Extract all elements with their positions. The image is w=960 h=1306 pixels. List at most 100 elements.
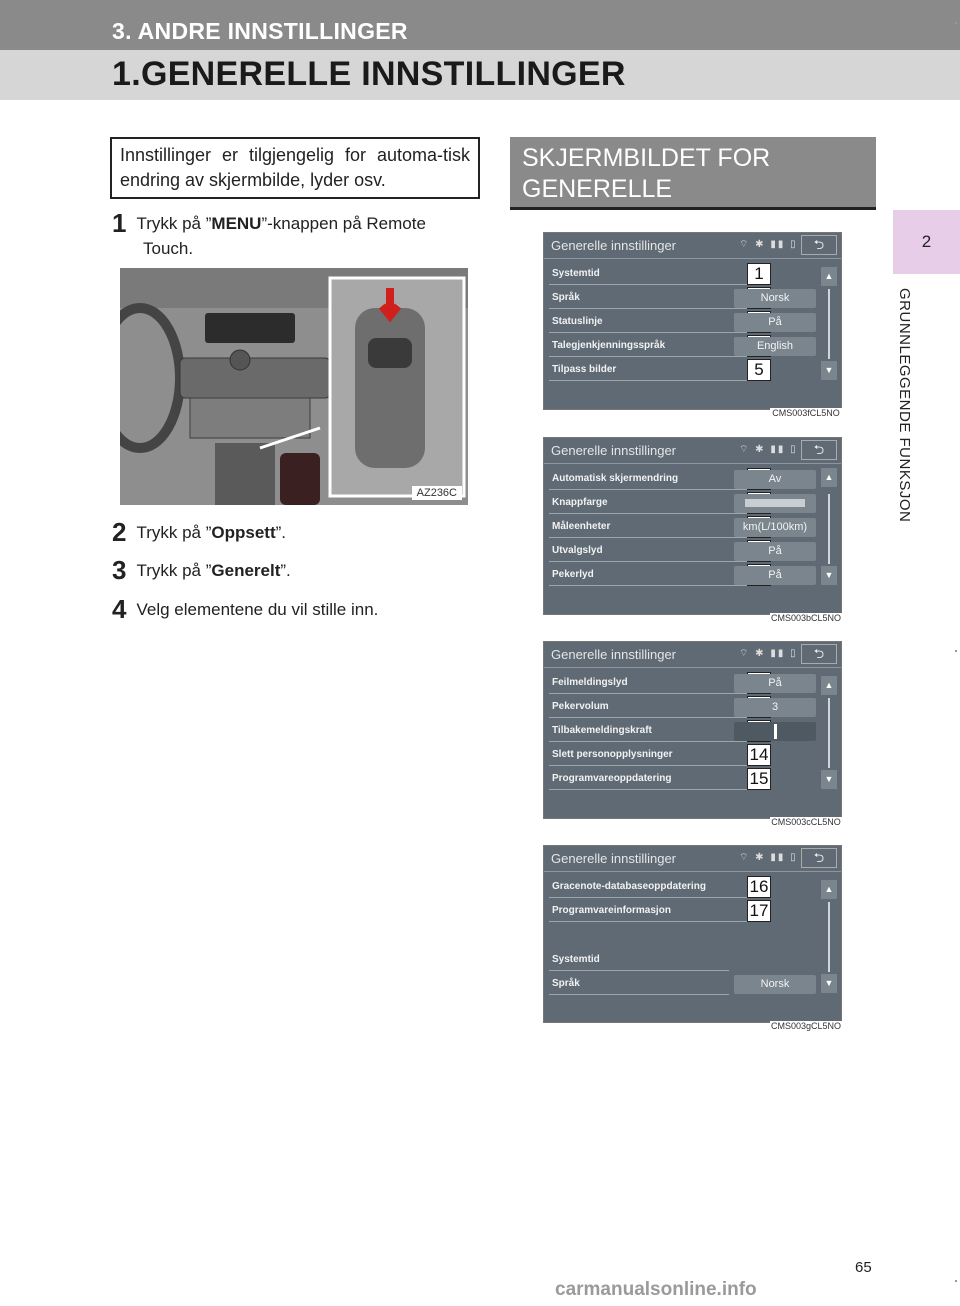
page-number: 65 bbox=[855, 1259, 872, 1276]
divider bbox=[544, 871, 841, 872]
step-2: 2 Trykk på ”Oppsett”. bbox=[112, 517, 286, 548]
setting-label: Tilbakemeldingskraft bbox=[552, 725, 652, 736]
screen-code: CMS003bCL5NO bbox=[770, 613, 842, 624]
scroll-down-icon[interactable]: ▼ bbox=[821, 566, 837, 585]
scroll-track[interactable] bbox=[828, 698, 830, 768]
settings-screen-4: Generelle innstillinger ⌔ ✱ ▮▮ ▯ ⮌ Grace… bbox=[543, 845, 842, 1023]
back-button[interactable]: ⮌ bbox=[801, 644, 837, 664]
screen-title: Generelle innstillinger bbox=[551, 443, 677, 458]
back-button[interactable]: ⮌ bbox=[801, 848, 837, 868]
status-icons: ⌔ ✱ ▮▮ ▯ bbox=[739, 444, 798, 455]
status-icons: ⌔ ✱ ▮▮ ▯ bbox=[739, 852, 798, 863]
color-bar bbox=[745, 499, 805, 508]
edge-mark bbox=[955, 22, 957, 24]
scroll-track[interactable] bbox=[828, 494, 830, 564]
setting-label: Pekervolum bbox=[552, 701, 609, 712]
settings-screen-3: Generelle innstillinger ⌔ ✱ ▮▮ ▯ ⮌ Feilm… bbox=[543, 641, 842, 819]
setting-value[interactable]: På bbox=[734, 313, 816, 332]
screen-title: Generelle innstillinger bbox=[551, 238, 677, 253]
step-text: ”. bbox=[275, 523, 287, 542]
step-text: Trykk på ” bbox=[136, 523, 212, 542]
feedback-force-slider[interactable] bbox=[734, 722, 816, 741]
header-band: 3. ANDRE INNSTILLINGER bbox=[0, 0, 960, 50]
chapter-label: GRUNNLEGGENDE FUNKSJON bbox=[896, 288, 913, 523]
callout-number: 16 bbox=[747, 876, 771, 898]
scroll-down-icon[interactable]: ▼ bbox=[821, 974, 837, 993]
step-number: 3 bbox=[112, 555, 127, 585]
divider bbox=[544, 258, 841, 259]
step-number: 1 bbox=[112, 208, 127, 238]
setting-row[interactable]: Språk bbox=[549, 973, 729, 995]
setting-value[interactable]: Norsk bbox=[734, 289, 816, 308]
screen-code: CMS003fCL5NO bbox=[770, 408, 842, 419]
title-band: 1.GENERELLE INNSTILLINGER bbox=[0, 50, 960, 100]
step-key: Oppsett bbox=[211, 523, 276, 542]
setting-value[interactable]: km(L/100km) bbox=[734, 518, 816, 537]
step-text-cont: Touch. bbox=[143, 239, 194, 258]
step-text: Velg elementene du vil stille inn. bbox=[136, 600, 379, 619]
setting-value[interactable]: English bbox=[734, 337, 816, 356]
scroll-up-icon[interactable]: ▲ bbox=[821, 267, 837, 286]
callout-number: 17 bbox=[747, 900, 771, 922]
setting-label: Måleenheter bbox=[552, 521, 611, 532]
edge-mark bbox=[955, 1280, 957, 1282]
scroll-down-icon[interactable]: ▼ bbox=[821, 770, 837, 789]
edge-mark bbox=[955, 650, 957, 652]
page-title: 1.GENERELLE INNSTILLINGER bbox=[112, 55, 626, 93]
setting-value[interactable]: På bbox=[734, 542, 816, 561]
car-interior-illustration bbox=[120, 268, 468, 505]
section-heading: SKJERMBILDET FOR GENERELLE INNSTILLINGER bbox=[510, 137, 876, 234]
scroll-up-icon[interactable]: ▲ bbox=[821, 468, 837, 487]
setting-label: Utvalgslyd bbox=[552, 545, 603, 556]
step-text: ”-knappen på Remote bbox=[261, 214, 426, 233]
setting-row[interactable]: Systemtid bbox=[549, 949, 729, 971]
scroll-track[interactable] bbox=[828, 902, 830, 972]
setting-value[interactable]: Av bbox=[734, 470, 816, 489]
step-number: 2 bbox=[112, 517, 127, 547]
callout-number: 14 bbox=[747, 744, 771, 766]
section-heading-line: SKJERMBILDET FOR bbox=[522, 144, 771, 172]
setting-label: Programvareinformasjon bbox=[552, 905, 671, 916]
screen-title: Generelle innstillinger bbox=[551, 851, 677, 866]
step-text: ”. bbox=[280, 561, 291, 580]
screen-code: CMS003gCL5NO bbox=[770, 1021, 842, 1032]
slider-knob[interactable] bbox=[773, 723, 777, 739]
setting-label: Programvareoppdatering bbox=[552, 773, 672, 784]
setting-label: Tilpass bilder bbox=[552, 364, 617, 375]
back-button[interactable]: ⮌ bbox=[801, 235, 837, 255]
car-interior-image: AZ236C bbox=[120, 268, 468, 505]
scroll-up-icon[interactable]: ▲ bbox=[821, 880, 837, 899]
image-code: AZ236C bbox=[411, 486, 462, 500]
setting-label: Talegjenkjenningsspråk bbox=[552, 340, 666, 351]
setting-row[interactable]: Programvareinformasjon 17 bbox=[549, 900, 771, 922]
setting-value[interactable]: På bbox=[734, 566, 816, 585]
screen-code: CMS003cCL5NO bbox=[770, 817, 842, 828]
setting-value[interactable]: Norsk bbox=[734, 975, 816, 994]
back-button[interactable]: ⮌ bbox=[801, 440, 837, 460]
settings-screen-1: Generelle innstillinger ⌔ ✱ ▮▮ ▯ ⮌ Syste… bbox=[543, 232, 842, 410]
screen-title: Generelle innstillinger bbox=[551, 647, 677, 662]
callout-number: 1 bbox=[747, 263, 771, 285]
setting-label: Automatisk skjermendring bbox=[552, 473, 679, 484]
step-key: MENU bbox=[211, 214, 262, 233]
setting-value[interactable]: På bbox=[734, 674, 816, 693]
chapter-number: 2 bbox=[921, 232, 932, 251]
setting-label: Systemtid bbox=[552, 954, 600, 965]
scroll-down-icon[interactable]: ▼ bbox=[821, 361, 837, 380]
status-icons: ⌔ ✱ ▮▮ ▯ bbox=[739, 648, 798, 659]
step-key: Generelt bbox=[211, 561, 281, 580]
setting-label: Språk bbox=[552, 978, 580, 989]
divider bbox=[544, 667, 841, 668]
scroll-track[interactable] bbox=[828, 289, 830, 359]
button-color-swatch[interactable] bbox=[734, 494, 816, 513]
chapter-tab[interactable]: 2 bbox=[893, 210, 960, 274]
setting-label: Knappfarge bbox=[552, 497, 608, 508]
setting-value[interactable]: 3 bbox=[734, 698, 816, 717]
scroll-up-icon[interactable]: ▲ bbox=[821, 676, 837, 695]
